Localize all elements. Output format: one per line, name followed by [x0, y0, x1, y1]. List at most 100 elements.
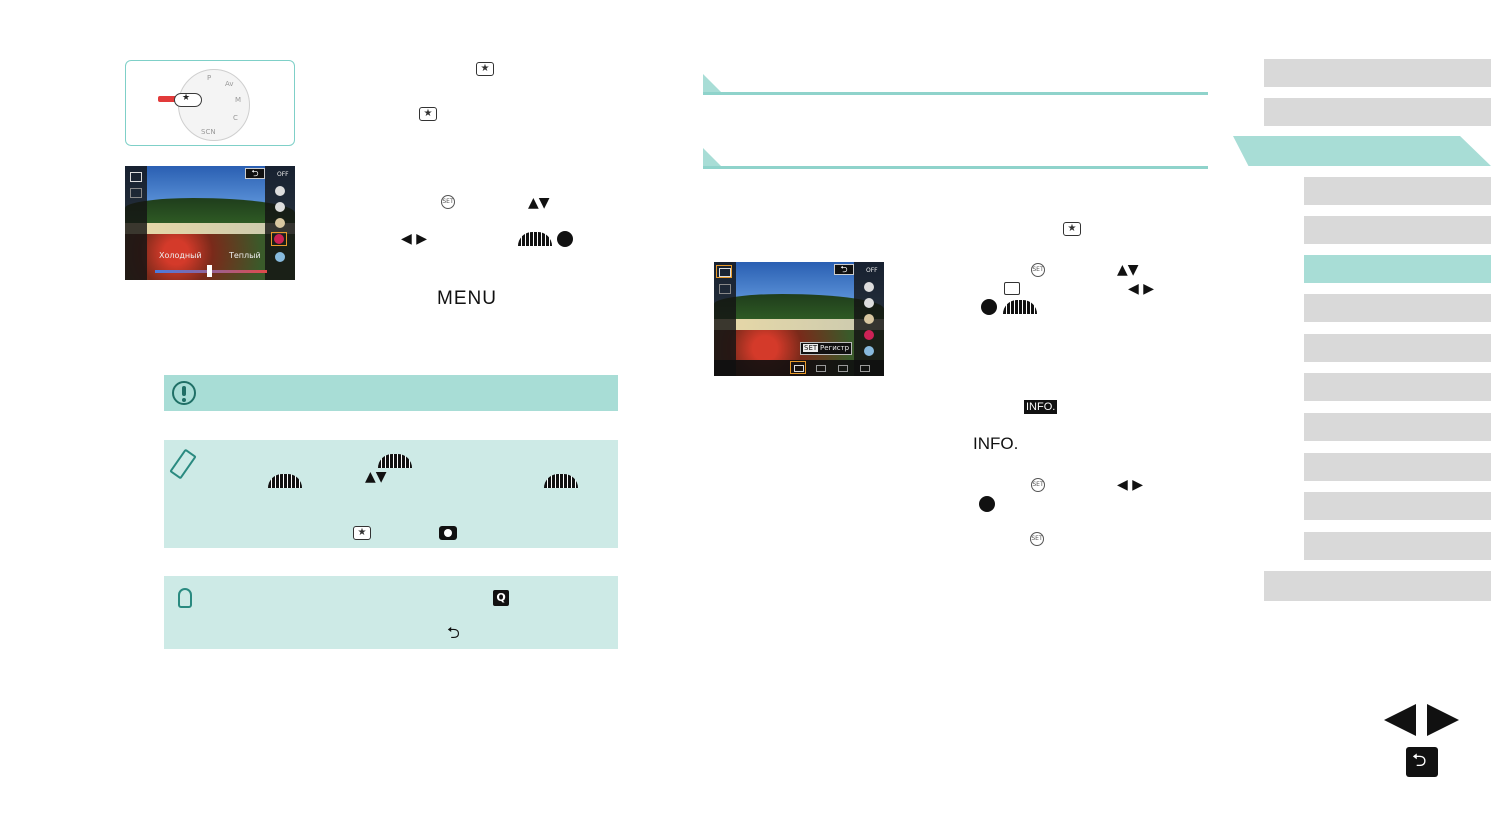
edit-icon [719, 268, 731, 277]
front-dial-icon [544, 474, 578, 488]
screen-road [125, 223, 295, 237]
register-label: Регистр [820, 344, 850, 352]
preset-slot-icon [794, 365, 804, 372]
brightness-icon [275, 186, 285, 196]
left-right-arrows-icon: ◀ ▶ [1128, 281, 1154, 297]
contrast-icon [275, 202, 285, 212]
left-right-arrows-icon: ◀ ▶ [401, 231, 427, 247]
dial-indicator [158, 96, 180, 102]
edit-icon [130, 172, 142, 182]
star-mode-icon: ★ [1063, 222, 1081, 236]
back-button[interactable]: ⮌ [834, 264, 854, 275]
nav-subitem-2[interactable] [1304, 216, 1491, 244]
nav-subitem-4[interactable] [1304, 294, 1491, 322]
dial-mark: P [207, 74, 212, 82]
preset-strip [714, 360, 884, 376]
left-right-arrows-icon: ◀ ▶ [1117, 477, 1143, 493]
previous-page-button[interactable] [1384, 704, 1416, 736]
dial-mark: SCN [201, 128, 216, 136]
caution-dot [182, 398, 186, 402]
caution-icon [172, 381, 196, 405]
next-page-button[interactable] [1427, 704, 1459, 736]
star-mode-icon: ★ [419, 107, 437, 121]
section-rule [703, 92, 1208, 95]
set-key-label: SET [803, 344, 819, 352]
camera-mode-icon [439, 526, 457, 540]
brightness-icon [864, 282, 874, 292]
screen-left-panel [125, 166, 147, 280]
set-button-icon: SET [1030, 532, 1044, 546]
nav-item-4[interactable] [1264, 571, 1491, 601]
caution-mark [182, 386, 186, 396]
touch-icon [178, 588, 192, 608]
back-arrow-icon: ⮌ [1412, 750, 1427, 771]
camera-screen-register: ⮌ OFF SET Регистр [714, 262, 884, 376]
warm-label: Теплый [229, 251, 261, 260]
back-button-icon: ⮌ [447, 623, 460, 642]
color-tone-icon [274, 234, 284, 244]
star-mode-icon: ★ [182, 93, 191, 103]
saturation-icon [275, 218, 285, 228]
screen-right-panel [265, 166, 295, 280]
set-button-icon: SET [441, 195, 455, 209]
set-button-icon: SET [1031, 263, 1045, 277]
section-marker [703, 74, 721, 92]
pencil-icon [169, 448, 197, 480]
section-rule [703, 166, 1208, 169]
preset-slot-icon[interactable] [816, 365, 826, 372]
cool-label: Холодный [159, 251, 202, 260]
nav-subitem-7[interactable] [1304, 413, 1491, 441]
back-button[interactable]: ⮌ [245, 168, 265, 179]
menu-key-label: MENU [437, 288, 497, 309]
note-box: ▲▼ ★ [164, 440, 618, 548]
control-dial-icon [981, 299, 997, 315]
blur-icon [275, 252, 285, 262]
nav-subitem-3-selected[interactable] [1304, 255, 1491, 283]
off-label: OFF [277, 171, 289, 178]
info-key-boxed: INFO. [1024, 400, 1058, 414]
dial-selected-mode: ★ [174, 93, 202, 107]
screen-road [714, 319, 884, 333]
contrast-icon [864, 298, 874, 308]
info-key-label: INFO. [973, 434, 1019, 453]
edit-preset-icon [1004, 282, 1020, 295]
camera-screen-adjust: ⮌ OFF Холодный Теплый [125, 166, 295, 280]
star-mode-icon: ★ [476, 62, 494, 76]
front-dial-icon [1003, 300, 1037, 314]
tone-slider-thumb[interactable] [207, 265, 212, 277]
star-mode-icon: ★ [353, 526, 371, 540]
touch-box: Q ⮌ [164, 576, 618, 649]
front-dial-icon [268, 474, 302, 488]
nav-subitem-9[interactable] [1304, 492, 1491, 520]
nav-subitem-8[interactable] [1304, 453, 1491, 481]
edit-icon [719, 284, 731, 294]
preset-slot-selected[interactable] [790, 361, 806, 374]
return-page-button[interactable]: ⮌ [1406, 747, 1438, 777]
nav-item-2[interactable] [1264, 98, 1491, 126]
nav-subitem-5[interactable] [1304, 334, 1491, 362]
preset-slot-icon[interactable] [860, 365, 870, 372]
caution-box [164, 375, 618, 411]
nav-item-1[interactable] [1264, 59, 1491, 87]
nav-subitem-6[interactable] [1304, 373, 1491, 401]
off-label: OFF [866, 267, 878, 274]
nav-subitem-10[interactable] [1304, 532, 1491, 560]
register-button[interactable]: SET Регистр [800, 342, 852, 355]
set-button-icon: SET [1031, 478, 1045, 492]
nav-subitem-1[interactable] [1304, 177, 1491, 205]
saturation-icon [864, 314, 874, 324]
up-down-arrows-icon: ▲▼ [1117, 262, 1139, 278]
screen-right-panel [854, 262, 884, 376]
dial-mark: Av [225, 80, 234, 88]
nav-item-3-active[interactable] [1233, 136, 1491, 166]
rear-dial-icon [378, 454, 412, 468]
q-button-icon: Q [493, 590, 509, 606]
control-dial-icon [557, 231, 573, 247]
dial-mark: C [233, 114, 238, 122]
section-marker [703, 148, 721, 166]
selection-frame [716, 265, 732, 278]
control-dial-icon [979, 496, 995, 512]
color-tone-icon [864, 330, 874, 340]
preset-slot-icon[interactable] [838, 365, 848, 372]
up-down-arrows-icon: ▲▼ [365, 469, 387, 485]
